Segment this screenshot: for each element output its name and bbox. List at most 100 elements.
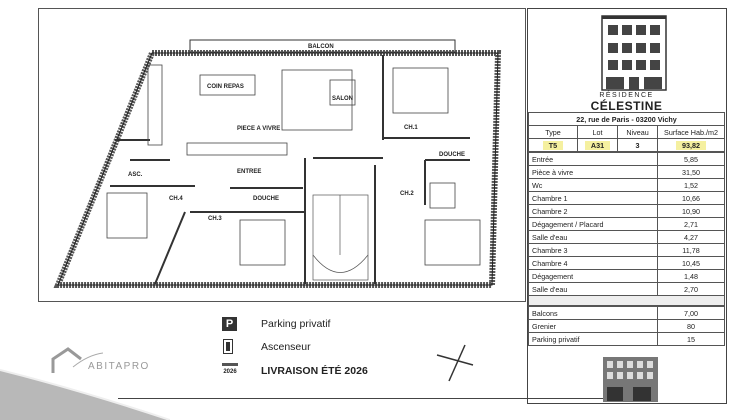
floor-plan [53,39,502,288]
residence-line1: RÉSIDENCE [599,92,654,99]
header-niveau: Niveau [617,125,658,139]
room-label-coin-repas: COIN REPAS [207,84,244,90]
coffee-table [329,79,356,106]
legend-elevator: Ascenseur [261,341,311,353]
room-area: 4,27 [657,230,725,244]
floor-plan-frame [38,8,526,302]
room-area: 2,70 [657,282,725,296]
room-name: Wc [528,178,658,192]
room-label-ch2: CH.2 [400,191,414,197]
room-area: 5,85 [657,152,725,166]
parking-icon: P [222,317,237,331]
room-area: 10,90 [657,204,725,218]
abitapro-logo-icon [51,347,103,373]
room-label-piece-a-vivre: PIECE A VIVRE [237,126,281,132]
balcony [189,39,456,53]
room-name: Dégagement / Placard [528,217,658,231]
address: 22, rue de Paris - 03200 Vichy [528,112,725,126]
header-lot: Lot [577,125,618,139]
room-label-asc: ASC. [128,172,143,178]
value-surface: 93,82 [676,140,706,150]
value-niveau: 3 [617,138,658,152]
compass-rose-icon [436,344,474,382]
exterior-wall [53,50,502,288]
sofa [281,69,353,131]
room-name: Parking privatif [528,332,658,346]
room-area: 15 [657,332,725,346]
exterior-wall-line [57,52,499,286]
staircase [312,194,369,281]
calendar-2026-icon: 2026 [222,363,238,380]
summary-table: 22, rue de Paris - 03200 Vichy Type Lot … [528,112,725,152]
info-panel: RÉSIDENCE CÉLESTINE 22, rue de Paris - 0… [527,8,727,404]
residence-name: CÉLESTINE [590,99,663,113]
room-label-balcon: BALCON [308,44,334,50]
room-area: 1,48 [657,269,725,283]
interior-walls [110,55,470,285]
room-label-douche-left: DOUCHE [253,196,280,202]
divider [118,398,638,399]
room-name: Chambre 4 [528,256,658,270]
room-area: 80 [657,319,725,333]
bed-ch2 [424,219,481,266]
bed-ch1 [392,67,449,114]
room-name: Entrée [528,152,658,166]
header-type: Type [528,125,578,139]
room-name: Pièce à vivre [528,165,658,179]
building-photo [603,357,658,402]
room-area: 1,52 [657,178,725,192]
elevator-icon [223,339,233,354]
room-label-ch4: CH.4 [169,196,183,202]
room-area: 11,78 [657,243,725,257]
room-name: Salle d'eau [528,230,658,244]
furniture [106,64,481,266]
room-area: 31,50 [657,165,725,179]
room-name: Chambre 1 [528,191,658,205]
room-area: 2,71 [657,217,725,231]
room-name: Salle d'eau [528,282,658,296]
room-area: 10,45 [657,256,725,270]
room-label-ch1: CH.1 [404,125,418,131]
room-label-ch3: CH.3 [208,216,222,222]
room-label-douche-right: DOUCHE [439,152,466,158]
value-type: T5 [542,140,564,150]
bed-ch4 [106,192,148,239]
residence-building-logo [601,15,667,91]
legend-delivery: LIVRAISON ÉTÉ 2026 [261,365,368,377]
room-name: Chambre 2 [528,204,658,218]
room-label-entree: ENTREE [237,169,262,175]
spacer-row [528,295,725,306]
room-area: 7,00 [657,306,725,320]
kitchen-counter [147,64,163,146]
room-name: Dégagement [528,269,658,283]
room-name: Balcons [528,306,658,320]
room-label-salon: SALON [332,96,353,102]
legend-parking: Parking privatif [261,318,331,330]
page-curl [0,369,170,420]
room-name: Grenier [528,319,658,333]
brand-name: ABITAPRO [88,361,150,372]
header-surface: Surface Hab./m2 [657,125,725,139]
storage-unit [186,142,288,156]
shower-tray [429,182,456,209]
bed-ch3 [239,219,286,266]
room-area: 10,66 [657,191,725,205]
value-lot: A31 [584,140,611,150]
dining-table [199,74,256,96]
